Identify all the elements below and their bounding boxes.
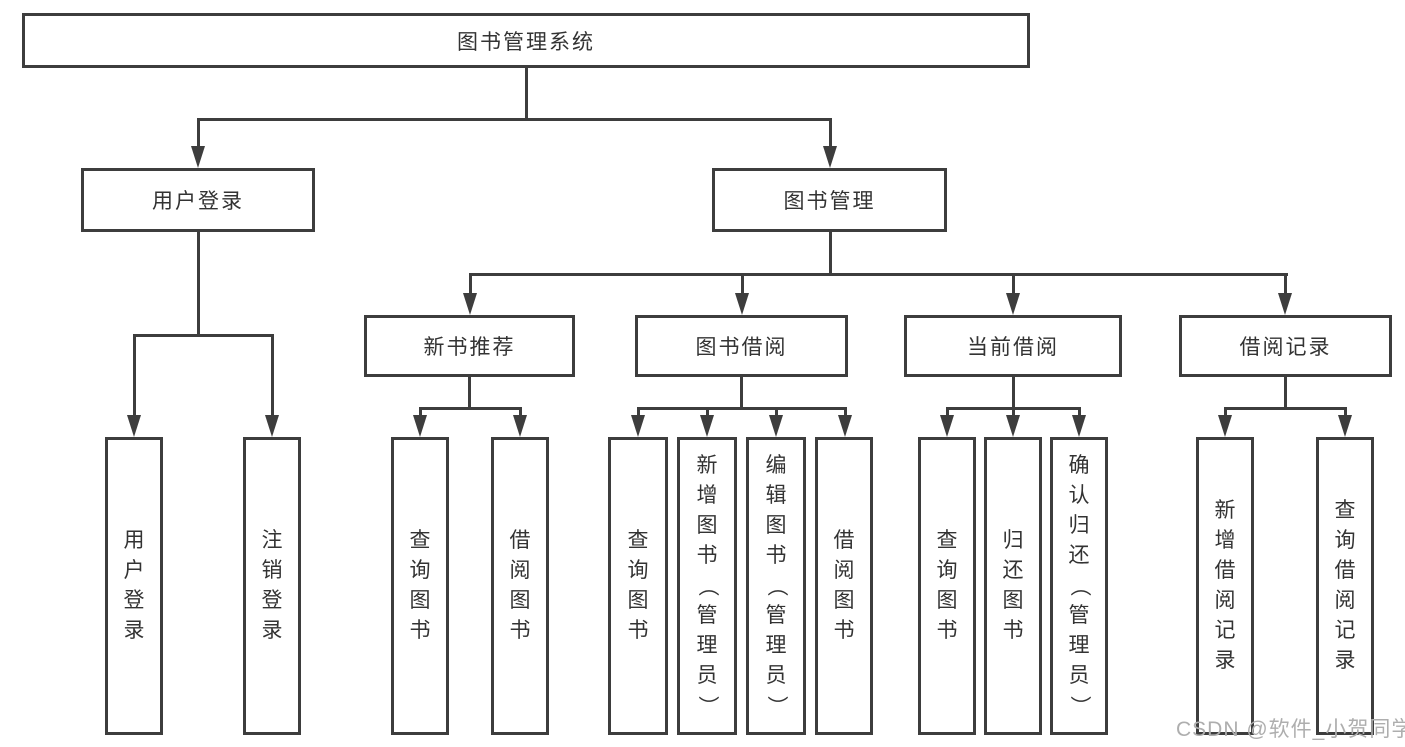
leaf-query-borrow-record: 查询借阅记录	[1316, 437, 1374, 735]
connector-line	[1011, 408, 1015, 417]
node-new-book-recommend: 新书推荐	[364, 315, 575, 377]
leaf-logout: 注销登录	[243, 437, 301, 735]
connector-line	[705, 408, 709, 417]
leaf-query-books-borrowing-label: 查询图书	[627, 529, 649, 642]
arrowhead	[838, 415, 852, 437]
arrowhead	[1278, 293, 1292, 315]
connector-line	[132, 335, 136, 416]
node-book-borrowing: 图书借阅	[635, 315, 848, 377]
leaf-query-books-borrowing: 查询图书	[608, 437, 668, 735]
connector-line	[828, 119, 832, 147]
connector-line	[1343, 408, 1347, 417]
connector-line	[132, 333, 274, 337]
connector-line	[1223, 406, 1347, 410]
connector-line	[468, 274, 472, 294]
leaf-edit-books-admin: 编辑图书（管理员）	[746, 437, 806, 735]
arrowhead	[191, 146, 205, 168]
connector-line	[636, 408, 640, 417]
arrowhead	[463, 293, 477, 315]
arrowhead	[769, 415, 783, 437]
connector-line	[1223, 408, 1227, 417]
node-root: 图书管理系统	[22, 13, 1030, 68]
leaf-query-borrow-record-label: 查询借阅记录	[1334, 499, 1356, 672]
leaf-user-login: 用户登录	[105, 437, 163, 735]
arrowhead	[735, 293, 749, 315]
node-user-login-label: 用户登录	[152, 190, 244, 213]
connector-line	[468, 377, 471, 408]
leaf-borrow-books-borrowing-label: 借阅图书	[833, 529, 855, 642]
connector-line	[418, 406, 522, 410]
node-user-login: 用户登录	[81, 168, 315, 232]
node-current-borrowing-label: 当前借阅	[967, 336, 1059, 359]
watermark: CSDN @软件_小贺同学	[1176, 718, 1405, 741]
arrowhead	[265, 415, 279, 437]
arrowhead	[1006, 415, 1020, 437]
node-borrowing-records-label: 借阅记录	[1239, 336, 1332, 359]
node-book-borrowing-label: 图书借阅	[695, 336, 788, 359]
node-borrowing-records: 借阅记录	[1179, 315, 1392, 377]
leaf-edit-books-admin-label: 编辑图书（管理员）	[765, 454, 788, 717]
arrowhead	[513, 415, 527, 437]
node-book-management: 图书管理	[712, 168, 947, 232]
leaf-add-books-admin: 新增图书（管理员）	[677, 437, 737, 735]
leaf-query-books-recommend: 查询图书	[391, 437, 449, 735]
connector-line	[843, 408, 847, 417]
leaf-borrow-books-borrowing: 借阅图书	[815, 437, 873, 735]
connector-line	[524, 68, 528, 120]
leaf-return-books-label: 归还图书	[1002, 529, 1024, 642]
arrowhead	[1072, 415, 1086, 437]
leaf-confirm-return-admin: 确认归还（管理员）	[1050, 437, 1108, 735]
node-book-management-label: 图书管理	[783, 190, 876, 213]
connector-line	[1011, 377, 1015, 408]
connector-line	[945, 408, 949, 417]
arrowhead	[631, 415, 645, 437]
connector-line	[1077, 408, 1081, 417]
leaf-query-books-recommend-label: 查询图书	[409, 529, 431, 642]
connector-line	[196, 232, 200, 336]
leaf-add-borrow-record-label: 新增借阅记录	[1214, 499, 1236, 672]
connector-line	[196, 119, 200, 147]
connector-line	[636, 406, 847, 410]
leaf-add-books-admin-label: 新增图书（管理员）	[696, 454, 719, 717]
arrowhead	[413, 415, 427, 437]
connector-line	[1011, 274, 1015, 294]
arrowhead	[823, 146, 837, 168]
connector-line	[740, 274, 744, 294]
connector-line	[270, 335, 274, 416]
arrowhead	[940, 415, 954, 437]
connector-line	[518, 408, 522, 417]
connector-line	[1283, 377, 1287, 408]
leaf-borrow-books-recommend-label: 借阅图书	[509, 529, 531, 642]
leaf-user-login-label: 用户登录	[123, 529, 145, 642]
leaf-return-books: 归还图书	[984, 437, 1042, 735]
connector-line	[828, 232, 832, 275]
leaf-query-books-current-label: 查询图书	[936, 529, 958, 642]
connector-line	[418, 408, 422, 417]
arrowhead	[1006, 293, 1020, 315]
node-new-book-recommend-label: 新书推荐	[423, 336, 516, 359]
leaf-borrow-books-recommend: 借阅图书	[491, 437, 549, 735]
node-root-label: 图书管理系统	[457, 30, 595, 54]
leaf-confirm-return-admin-label: 确认归还（管理员）	[1068, 454, 1091, 717]
connector-line	[1283, 274, 1287, 294]
leaf-add-borrow-record: 新增借阅记录	[1196, 437, 1254, 735]
arrowhead	[700, 415, 714, 437]
connector-line	[468, 272, 1288, 276]
leaf-logout-label: 注销登录	[261, 529, 283, 642]
node-current-borrowing: 当前借阅	[904, 315, 1122, 377]
connector-line	[740, 377, 743, 408]
leaf-query-books-current: 查询图书	[918, 437, 976, 735]
connector-line	[774, 408, 778, 417]
arrowhead	[1338, 415, 1352, 437]
arrowhead	[127, 415, 141, 437]
connector-line	[196, 117, 832, 121]
arrowhead	[1218, 415, 1232, 437]
